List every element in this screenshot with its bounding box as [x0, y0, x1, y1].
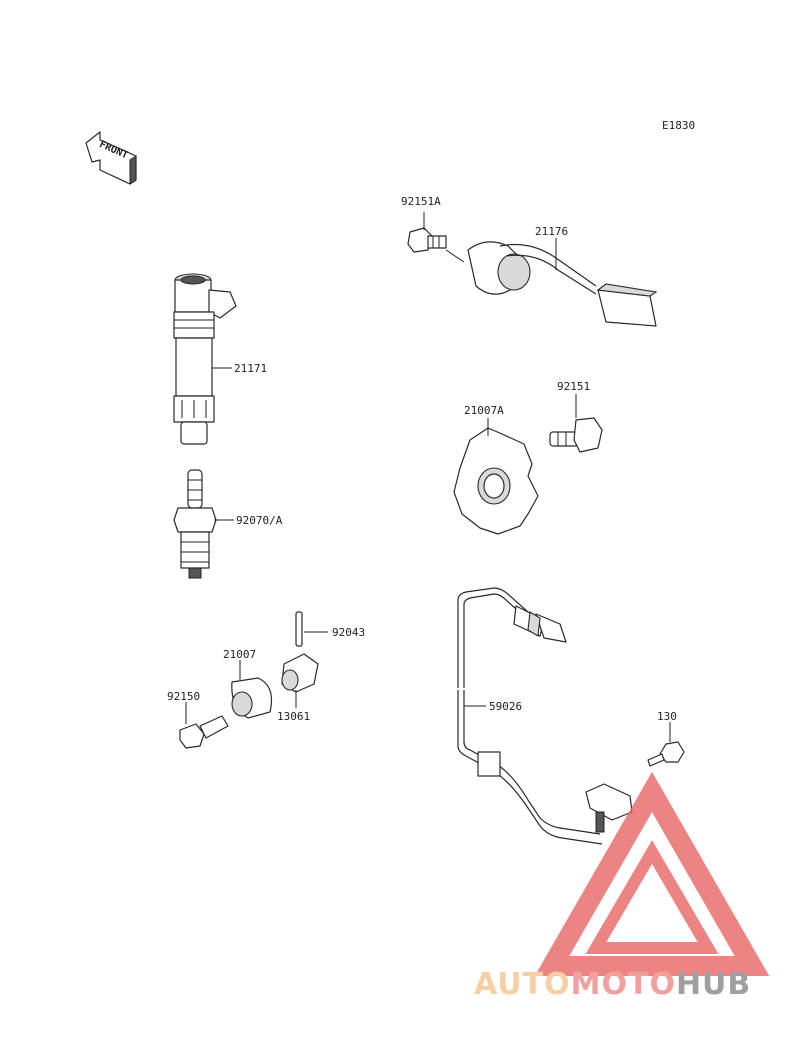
label-21176: 21176	[535, 225, 568, 238]
watermark-text-moto: MOTO	[571, 967, 676, 1002]
collar-13061	[281, 653, 319, 693]
bolt-92151a	[407, 227, 447, 253]
svg-text:AUTOMOTOHUB: AUTOMOTOHUB	[474, 967, 751, 1002]
label-92151a: 92151A	[401, 195, 441, 208]
label-92070a: 92070/A	[236, 514, 283, 527]
bolt-130	[647, 741, 685, 767]
harness-59026	[457, 587, 633, 845]
watermark-text-auto: AUTO	[474, 967, 571, 1002]
rotor-21007	[231, 677, 273, 719]
label-92150: 92150	[167, 690, 200, 703]
label-13061: 13061	[277, 710, 310, 723]
timing-rotor	[453, 427, 539, 535]
label-59026: 59026	[489, 700, 522, 713]
label-130: 130	[657, 710, 677, 723]
front-arrow-icon: FRONT	[85, 131, 137, 185]
label-92043: 92043	[332, 626, 365, 639]
ignition-coil	[173, 273, 237, 445]
label-21007a: 21007A	[464, 404, 504, 417]
watermark-text-hub: HUB	[676, 967, 751, 1002]
pin-92043	[295, 611, 303, 647]
spark-plug	[173, 469, 217, 579]
label-92151: 92151	[557, 380, 590, 393]
diagram-code: E1830	[662, 119, 695, 132]
label-21171: 21171	[234, 362, 267, 375]
watermark-logo: AUTOMOTOHUB	[474, 771, 770, 1002]
label-21007: 21007	[223, 648, 256, 661]
bolt-92151	[549, 417, 603, 453]
sensor-21176	[467, 241, 658, 327]
bolt-92150	[179, 715, 229, 749]
